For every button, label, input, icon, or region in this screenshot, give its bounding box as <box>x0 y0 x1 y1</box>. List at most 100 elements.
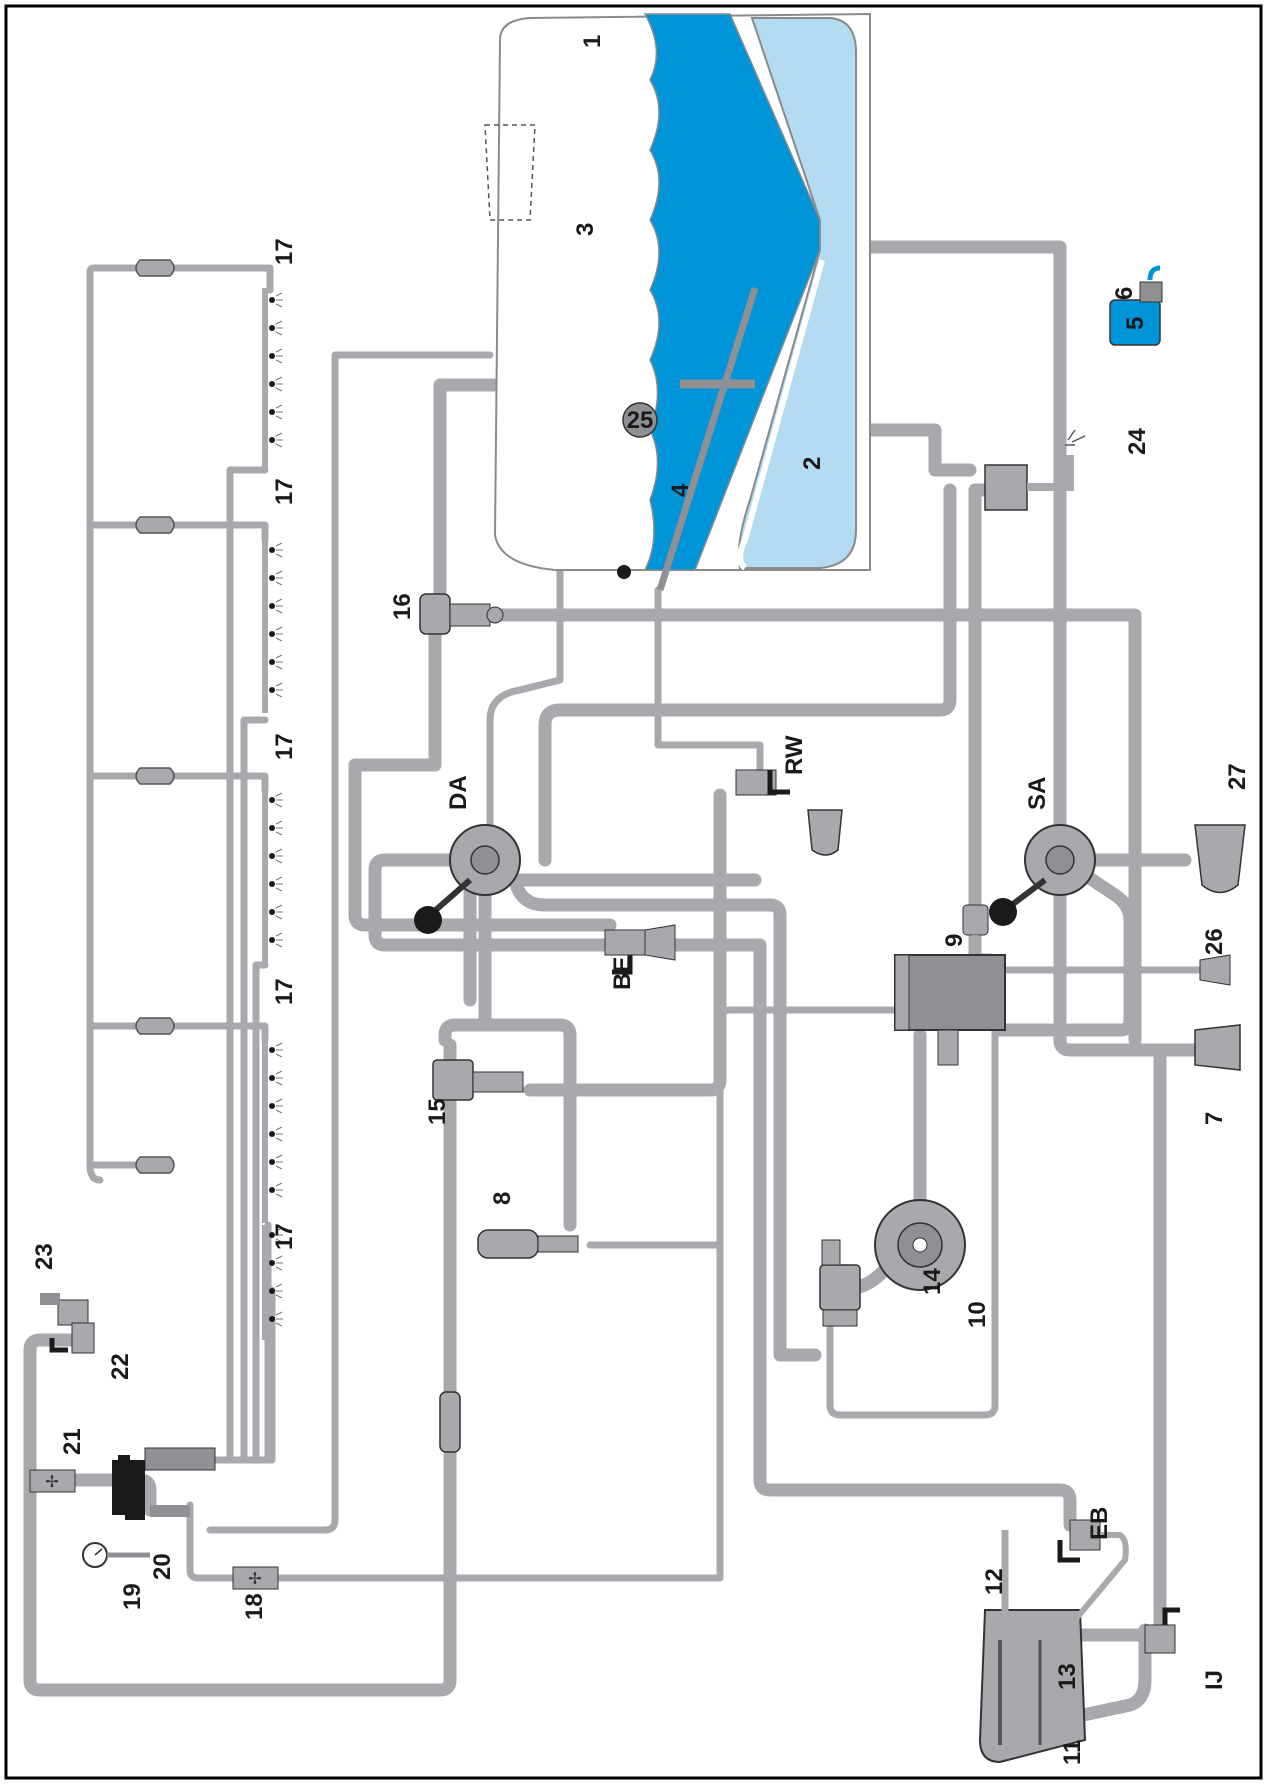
label-RW: RW <box>781 735 808 775</box>
label-SA: SA <box>1024 777 1051 810</box>
spray-mist <box>275 320 283 336</box>
spray-mist <box>275 1311 283 1327</box>
valve-22-23 <box>40 1293 95 1354</box>
svg-text:✢: ✢ <box>248 1569 261 1588</box>
nozzle-icon <box>269 547 275 553</box>
spray-mist <box>275 1098 283 1114</box>
label-7: 7 <box>1201 1112 1228 1125</box>
label-1: 1 <box>579 35 606 48</box>
fan-icon: ✢ <box>232 1566 279 1590</box>
label-4: 4 <box>667 483 694 497</box>
label-21: 21 <box>59 1428 86 1455</box>
funnel-icon <box>1194 824 1246 894</box>
nozzle-icon <box>269 603 275 609</box>
spray-mist <box>275 1283 283 1299</box>
label-BE: BE <box>609 957 636 990</box>
nozzle-icon <box>269 853 275 859</box>
nozzle-icon <box>269 409 275 415</box>
svg-text:✢: ✢ <box>45 1472 58 1491</box>
nozzle-icon-group <box>269 292 283 1327</box>
valve-BE[interactable] <box>604 924 676 975</box>
distributor-block <box>112 1447 216 1520</box>
spray-gun-icon <box>477 1229 579 1259</box>
label-11: 11 <box>1059 1740 1086 1765</box>
spray-mist <box>275 1154 283 1170</box>
spray-mist <box>275 598 283 614</box>
section-regulator-icon <box>135 1017 175 1035</box>
label-26: 26 <box>1201 928 1228 955</box>
nozzle-icon <box>269 1288 275 1294</box>
nozzle-icon <box>269 1047 275 1053</box>
nozzle-icon <box>269 381 275 387</box>
nozzle-icon <box>269 687 275 693</box>
spray-mist <box>275 1182 283 1198</box>
nozzle-icon <box>269 1103 275 1109</box>
nozzle-icon <box>269 1187 275 1193</box>
nozzle-icon <box>269 1232 275 1238</box>
section-regulator-icon <box>135 516 175 534</box>
label-18: 18 <box>241 1593 268 1620</box>
spray-mist <box>275 848 283 864</box>
nozzle-icon <box>269 909 275 915</box>
section-regulators <box>135 259 175 1174</box>
spray-mist <box>275 654 283 670</box>
label-EB: EB <box>1086 1507 1113 1540</box>
label-16: 16 <box>389 593 416 620</box>
valve-RW[interactable] <box>735 769 843 856</box>
valve-DA[interactable] <box>414 824 521 934</box>
section-regulator-icon <box>135 259 175 277</box>
pressure-gauge-icon <box>82 1542 150 1568</box>
nozzle-icon <box>269 1316 275 1322</box>
funnel-icon <box>807 809 843 856</box>
spray-mist <box>275 348 283 364</box>
induction-hopper <box>978 1519 1129 1764</box>
section-regulator-icon <box>135 1156 175 1174</box>
spray-mist <box>275 432 283 448</box>
spray-mist <box>275 682 283 698</box>
label-19: 19 <box>119 1583 146 1610</box>
label-22: 22 <box>107 1353 134 1380</box>
nozzle-icon <box>269 881 275 887</box>
label-12: 12 <box>981 1568 1008 1595</box>
valve-SA[interactable] <box>989 824 1096 926</box>
label-17c: 17 <box>271 733 298 760</box>
spray-mist <box>275 1070 283 1086</box>
nozzle-icon <box>269 659 275 665</box>
spray-mist <box>275 820 283 836</box>
label-27: 27 <box>1224 763 1251 790</box>
label-17a: 17 <box>271 238 298 265</box>
frame <box>4 4 1263 1780</box>
spray-mist <box>275 792 283 808</box>
nozzle-icon <box>269 575 275 581</box>
label-5: 5 <box>1122 317 1149 330</box>
funnel-icon <box>1194 1024 1241 1071</box>
valve-IJ[interactable] <box>1144 1607 1180 1654</box>
main-tank-water <box>643 13 821 571</box>
nozzle-icon <box>269 1260 275 1266</box>
spray-mist <box>275 570 283 586</box>
label-17d: 17 <box>271 978 298 1005</box>
spray-mist <box>275 1227 283 1243</box>
label-10: 10 <box>964 1301 991 1328</box>
nozzle-icon <box>269 1131 275 1137</box>
nozzle-icon <box>269 297 275 303</box>
fan-icon: ✢ <box>29 1469 76 1493</box>
tank-lid <box>484 124 536 221</box>
pump-icon <box>874 1199 966 1291</box>
label-23: 23 <box>31 1243 58 1270</box>
label-17b: 17 <box>271 478 298 505</box>
nozzle-icon <box>269 437 275 443</box>
label-24: 24 <box>1124 428 1151 455</box>
spray-mist <box>275 904 283 920</box>
label-IJ: IJ <box>1201 1670 1228 1690</box>
rinse-tank <box>737 17 857 571</box>
label-20: 20 <box>149 1553 176 1580</box>
nozzle-icon <box>269 1075 275 1081</box>
spray-mist <box>275 404 283 420</box>
nozzle-icon <box>269 825 275 831</box>
spray-mist <box>275 376 283 392</box>
label-DA: DA <box>445 775 472 810</box>
nozzle-icon <box>269 353 275 359</box>
spray-mist <box>275 292 283 308</box>
